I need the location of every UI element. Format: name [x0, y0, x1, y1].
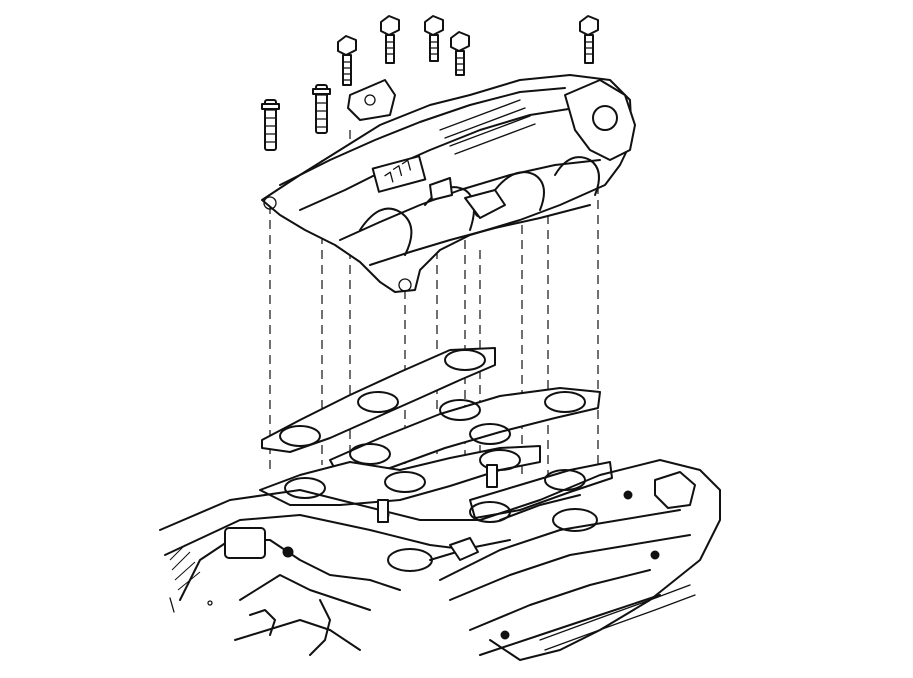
stud-right — [312, 84, 331, 134]
bolt-1 — [337, 35, 357, 86]
bolt-2 — [380, 15, 400, 64]
intake-manifold — [261, 74, 636, 293]
stud-left — [261, 99, 280, 151]
lower-gaskets — [259, 445, 613, 523]
upper-gaskets — [261, 347, 601, 479]
bolt-5 — [579, 15, 599, 64]
bolt-3 — [424, 15, 444, 62]
bolt-4 — [450, 31, 470, 76]
engine-block — [159, 459, 721, 661]
